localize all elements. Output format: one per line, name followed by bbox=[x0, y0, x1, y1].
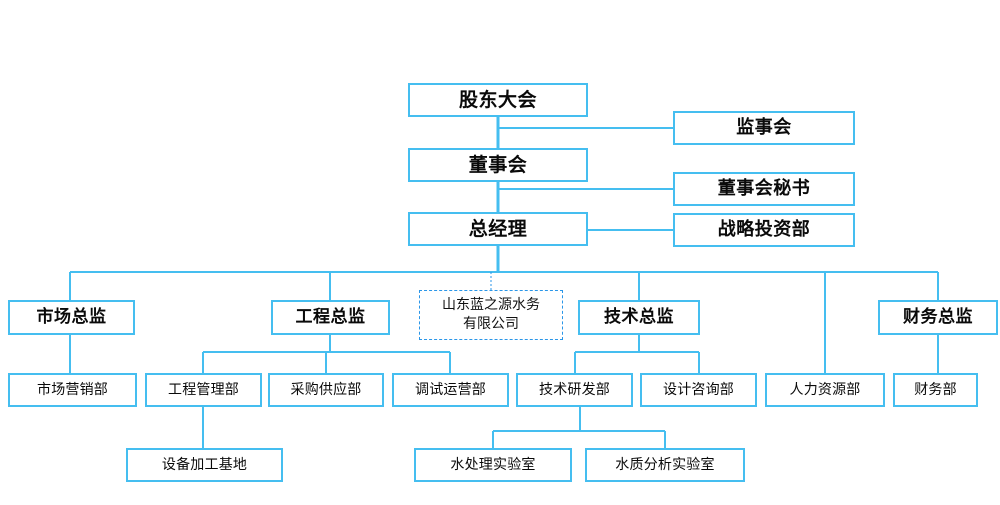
node-market-director[interactable]: 市场总监 bbox=[8, 300, 135, 335]
node-engineering-management-dept[interactable]: 工程管理部 bbox=[145, 373, 262, 407]
node-finance-director[interactable]: 财务总监 bbox=[878, 300, 998, 335]
node-shareholders-assembly[interactable]: 股东大会 bbox=[408, 83, 588, 117]
node-water-quality-analysis-lab[interactable]: 水质分析实验室 bbox=[585, 448, 745, 482]
node-water-treatment-lab[interactable]: 水处理实验室 bbox=[414, 448, 572, 482]
node-engineering-director[interactable]: 工程总监 bbox=[271, 300, 390, 335]
node-hr-dept[interactable]: 人力资源部 bbox=[765, 373, 885, 407]
node-rd-dept[interactable]: 技术研发部 bbox=[516, 373, 633, 407]
node-marketing-dept[interactable]: 市场营销部 bbox=[8, 373, 137, 407]
node-procurement-supply-dept[interactable]: 采购供应部 bbox=[268, 373, 384, 407]
node-board-of-directors[interactable]: 董事会 bbox=[408, 148, 588, 182]
node-design-consulting-dept[interactable]: 设计咨询部 bbox=[640, 373, 757, 407]
node-company-name[interactable]: 山东蓝之源水务 有限公司 bbox=[419, 290, 563, 340]
node-commissioning-operations-dept[interactable]: 调试运营部 bbox=[392, 373, 509, 407]
node-technology-director[interactable]: 技术总监 bbox=[578, 300, 700, 335]
node-finance-dept[interactable]: 财务部 bbox=[893, 373, 978, 407]
node-equipment-processing-base[interactable]: 设备加工基地 bbox=[126, 448, 283, 482]
node-general-manager[interactable]: 总经理 bbox=[408, 212, 588, 246]
node-board-secretary[interactable]: 董事会秘书 bbox=[673, 172, 855, 206]
node-strategic-investment-dept[interactable]: 战略投资部 bbox=[673, 213, 855, 247]
node-board-of-supervisors[interactable]: 监事会 bbox=[673, 111, 855, 145]
